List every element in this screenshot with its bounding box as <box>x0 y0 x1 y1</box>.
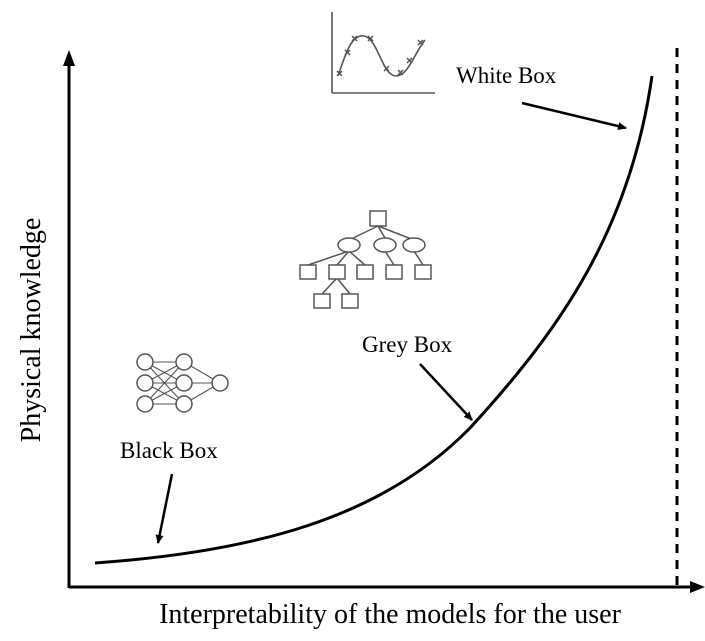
white-box-label: White Box <box>456 63 557 88</box>
y-axis <box>63 50 75 588</box>
grey-box-label: Grey Box <box>362 332 453 357</box>
grey-box-arrow <box>419 363 473 421</box>
decision-tree-icon <box>299 210 432 309</box>
neural-network-icon <box>136 353 229 413</box>
y-axis-arrowhead <box>63 50 75 66</box>
curve-fit-plot-icon <box>331 12 435 94</box>
white-box-arrow <box>521 101 627 131</box>
x-axis-arrowhead <box>690 581 705 593</box>
x-axis-label: Interpretability of the models for the u… <box>159 599 622 630</box>
x-axis <box>69 581 705 593</box>
black-box-arrow <box>155 473 174 544</box>
interpretability-curve <box>94 75 654 565</box>
y-axis-label: Physical knowledge <box>16 218 47 443</box>
black-box-label: Black Box <box>120 438 218 463</box>
